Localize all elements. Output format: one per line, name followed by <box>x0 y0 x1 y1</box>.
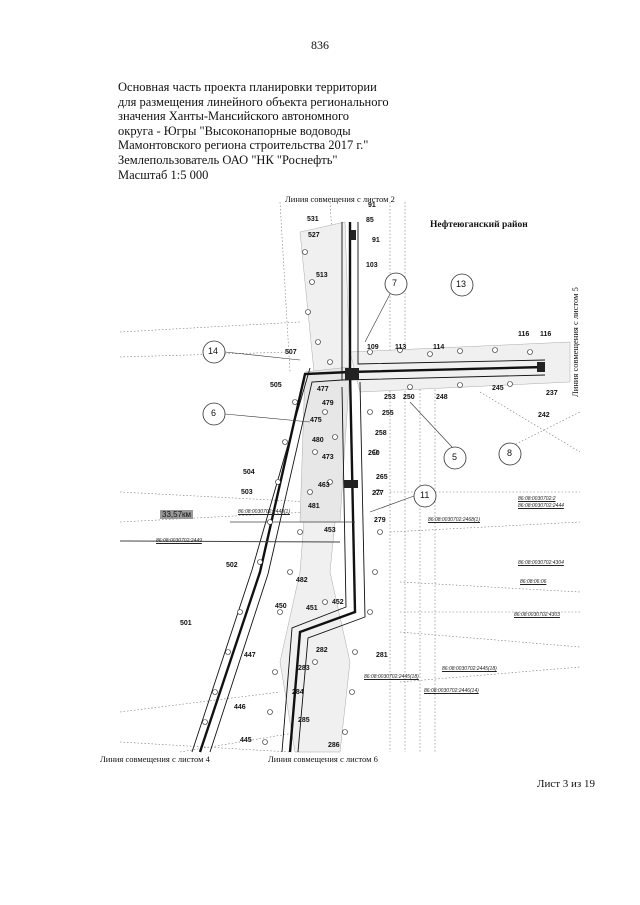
parcel-label: 473 <box>322 454 334 461</box>
cadastral-label: 86:08:0030702:2445(18) <box>364 674 419 680</box>
parcel-label: 114 <box>433 344 445 351</box>
zone-number: 8 <box>507 448 513 458</box>
parcel-label: 260 <box>368 450 380 457</box>
parcel-label: 503 <box>241 489 253 496</box>
cadastral-label: 86:08:0030702:2449 <box>156 538 202 544</box>
header-line-scale: Масштаб 1:5 000 <box>118 167 209 182</box>
header-line: для размещения линейного объекта региона… <box>118 94 389 109</box>
parcel-label: 113 <box>395 344 407 351</box>
zone-number: 11 <box>420 490 430 500</box>
parcel-label: 445 <box>240 737 252 744</box>
parcel-label: 505 <box>270 382 282 389</box>
parcel-label: 116 <box>518 331 530 338</box>
parcel-label: 481 <box>308 503 320 510</box>
parcel-label: 453 <box>324 527 336 534</box>
distance-mark: 33,57км <box>160 510 194 519</box>
parcel-label: 284 <box>292 689 304 696</box>
zone-number: 5 <box>452 452 458 462</box>
header-line: Землепользователь ОАО "НК "Роснефть" <box>118 152 338 167</box>
parcel-label: 527 <box>308 232 320 239</box>
parcel-label: 480 <box>312 437 324 444</box>
link-label-bottom-right: Линия совмещения с листом 6 <box>268 754 378 764</box>
parcel-label: 237 <box>546 390 558 397</box>
district-label: Нефтеюганский район <box>430 220 528 230</box>
sheet-counter: Лист 3 из 19 <box>537 778 596 790</box>
parcel-label: 245 <box>492 385 504 392</box>
zone-number: 13 <box>456 279 467 289</box>
header-line: Мамонтовского региона строительства 2017… <box>118 138 369 153</box>
cadastral-label: 86:08:06:06 <box>520 579 547 585</box>
parcel-label: 253 <box>384 394 396 401</box>
parcel-label: 451 <box>306 605 318 612</box>
header-line: значения Ханты-Мансийского автономного <box>118 109 350 124</box>
parcel-label: 446 <box>234 704 246 711</box>
parcel-label: 91 <box>372 237 380 244</box>
parcel-label: 286 <box>328 742 340 749</box>
parcel-label: 283 <box>298 665 310 672</box>
header-line: округа - Югры "Высоконапорные водоводы <box>118 123 351 138</box>
parcel-label: 452 <box>332 599 344 606</box>
parcel-label: 116 <box>540 331 552 338</box>
document-header: Основная часть проекта планировки террит… <box>118 80 418 182</box>
parcel-label: 447 <box>244 652 256 659</box>
parcel-label: 477 <box>317 386 329 393</box>
planning-map: Линия совмещения с листом 2 Линия совмещ… <box>100 192 590 772</box>
cadastral-label: 86:08:0030702:4304 <box>518 560 564 566</box>
page-number: 836 <box>311 38 329 52</box>
parcel-label: 282 <box>316 647 328 654</box>
parcel-label: 109 <box>367 344 379 351</box>
parcel-label: 285 <box>298 717 310 724</box>
pipeline-corridor <box>119 222 546 753</box>
parcel-label: 531 <box>307 216 319 223</box>
cadastral-label: 86:08:0030702:2445(18) <box>442 666 497 672</box>
parcel-label: 242 <box>538 412 550 419</box>
parcel-label: 277 <box>372 490 384 497</box>
link-label-right: Линия совмещения с листом 5 <box>570 287 580 397</box>
parcel-label: 248 <box>436 394 448 401</box>
cadastral-label: 86:08:0030702:4303 <box>514 612 560 618</box>
tree-symbols <box>202 249 533 745</box>
zone-number: 7 <box>392 278 398 288</box>
parcel-label: 482 <box>296 577 308 584</box>
parcel-label: 265 <box>376 474 388 481</box>
parcel-label: 475 <box>310 417 322 424</box>
parcel-label: 479 <box>322 400 334 407</box>
link-label-bottom-left: Линия совмещения с листом 4 <box>100 754 210 764</box>
parcel-label: 501 <box>180 620 192 627</box>
cadastral-label: 86:08:0030702:2444 <box>518 503 564 509</box>
parcel-label: 513 <box>316 272 328 279</box>
parcel-label: 91 <box>368 202 376 209</box>
parcel-label: 450 <box>275 603 287 610</box>
parcel-label: 279 <box>374 517 386 524</box>
parcel-label: 258 <box>375 430 387 437</box>
parcel-label: 507 <box>285 349 297 356</box>
header-line: Основная часть проекта планировки террит… <box>118 80 377 94</box>
cadastral-label: 86:08:0030702:2448(1) <box>238 509 290 515</box>
cadastral-label: 86:08:0030702:2 <box>518 496 556 502</box>
zone-number: 14 <box>208 346 219 356</box>
parcel-label: 85 <box>366 217 374 224</box>
leader-lines <box>224 293 453 513</box>
parcel-label: 463 <box>318 482 330 489</box>
parcel-label: 281 <box>376 652 388 659</box>
cadastral-label: 86:08:0030702:2468(1) <box>428 517 480 523</box>
cadastral-label: 86:08:0030702:2446(14) <box>424 688 479 694</box>
junction-blocks <box>344 230 545 488</box>
link-label-top: Линия совмещения с листом 2 <box>285 194 395 204</box>
parcel-label: 502 <box>226 562 238 569</box>
map-drawing <box>119 201 581 753</box>
zone-circles <box>202 272 522 508</box>
zone-number: 6 <box>211 408 217 418</box>
parcel-label: 103 <box>366 262 378 269</box>
parcel-label: 250 <box>403 394 415 401</box>
parcel-label: 504 <box>243 469 255 476</box>
parcel-label: 255 <box>382 410 394 417</box>
